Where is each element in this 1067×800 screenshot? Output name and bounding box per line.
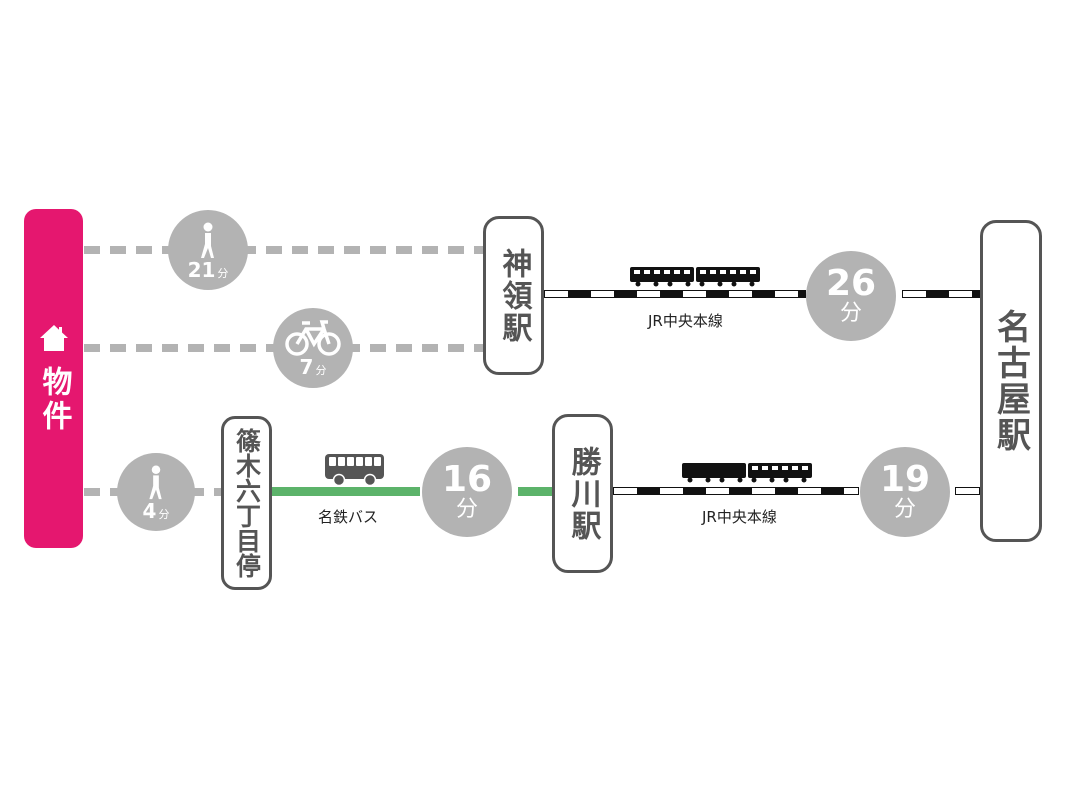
train-icon bbox=[682, 463, 812, 483]
minutes-unit: 分 bbox=[217, 266, 229, 280]
train-minutes: 26 bbox=[825, 263, 877, 304]
bus-stop-name: 篠木六丁目停 bbox=[232, 428, 262, 578]
walk-route-kamiryo-line bbox=[84, 246, 484, 254]
bus-stop-shinoki: 篠木六丁目停 bbox=[221, 416, 272, 590]
train-track-katsukawa-nagoya bbox=[613, 487, 859, 495]
bus-time-badge: 16 分 bbox=[422, 447, 512, 537]
walking-person-icon bbox=[149, 464, 162, 499]
line-label-jr-chuo-top: JR中央本線 bbox=[648, 312, 723, 330]
line-label-meitetsu-bus: 名鉄バス bbox=[318, 508, 379, 526]
property-box: 物件 bbox=[24, 209, 83, 548]
station-name: 勝川駅 bbox=[565, 445, 601, 542]
minutes-unit: 分 bbox=[455, 497, 478, 522]
line-label-jr-chuo-bottom: JR中央本線 bbox=[702, 508, 777, 526]
walk-minutes: 21 bbox=[187, 257, 216, 282]
station-nagoya: 名古屋駅 bbox=[980, 220, 1042, 542]
walking-person-icon bbox=[201, 222, 214, 258]
property-label: 物件 bbox=[36, 365, 72, 434]
bus-icon bbox=[325, 454, 384, 486]
train-track-kamiryo-nagoya bbox=[544, 290, 806, 298]
train-time-badge-kamiryo-nagoya: 26 分 bbox=[806, 251, 896, 341]
station-name: 神領駅 bbox=[496, 247, 532, 344]
bus-route-line bbox=[272, 487, 420, 496]
train-track-katsukawa-nagoya-end bbox=[955, 487, 980, 495]
station-katsukawa: 勝川駅 bbox=[552, 414, 613, 573]
minutes-unit: 分 bbox=[158, 507, 170, 521]
minutes-unit: 分 bbox=[839, 301, 862, 326]
house-icon bbox=[39, 324, 68, 351]
bus-route-line-end bbox=[518, 487, 552, 496]
station-name: 名古屋駅 bbox=[990, 309, 1031, 453]
station-kamiryo: 神領駅 bbox=[483, 216, 544, 375]
train-icon bbox=[630, 267, 760, 287]
minutes-unit: 分 bbox=[893, 497, 916, 522]
bicycle-icon bbox=[285, 319, 341, 356]
train-time-badge-katsukawa-nagoya: 19 分 bbox=[860, 447, 950, 537]
bus-minutes: 16 bbox=[441, 459, 493, 500]
walk-minutes: 4 bbox=[142, 498, 157, 523]
bike-minutes: 7 bbox=[299, 354, 314, 379]
train-minutes: 19 bbox=[879, 459, 931, 500]
minutes-unit: 分 bbox=[315, 363, 327, 377]
train-track-kamiryo-nagoya-end bbox=[902, 290, 980, 298]
